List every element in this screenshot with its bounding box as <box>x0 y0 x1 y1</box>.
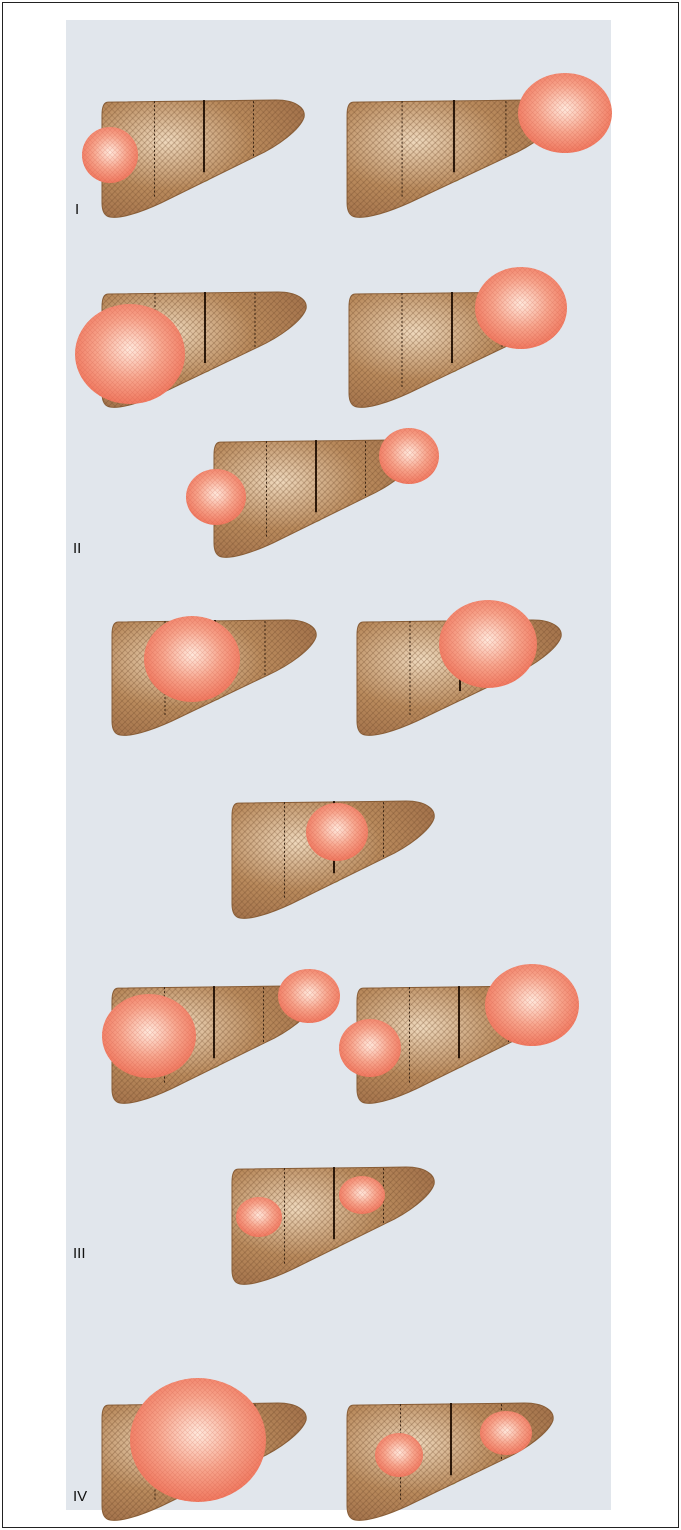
tumor-texture <box>439 600 537 688</box>
tumor-texture <box>518 73 612 153</box>
tumor-texture <box>144 616 240 702</box>
tumor-texture <box>379 428 439 484</box>
tumor-texture <box>186 469 246 525</box>
tumor-texture <box>480 1411 532 1455</box>
tumor-texture <box>475 267 567 349</box>
tumor-texture <box>485 964 579 1046</box>
stage-label-iii: III <box>73 1245 86 1262</box>
figure-background-panel <box>66 20 611 1510</box>
tumor-texture <box>339 1019 401 1077</box>
tumor-texture <box>75 304 185 404</box>
tumor-texture <box>82 127 138 183</box>
tumor-texture <box>306 803 368 861</box>
tumor-texture <box>339 1176 385 1214</box>
stage-label-iv: IV <box>73 1488 87 1505</box>
tumor-texture <box>102 994 196 1078</box>
tumor-texture <box>130 1378 266 1502</box>
tumor-texture <box>278 969 340 1023</box>
stage-label-ii: II <box>73 540 81 557</box>
stage-label-i: I <box>75 201 79 218</box>
tumor-texture <box>375 1433 423 1477</box>
tumor-texture <box>236 1197 282 1237</box>
